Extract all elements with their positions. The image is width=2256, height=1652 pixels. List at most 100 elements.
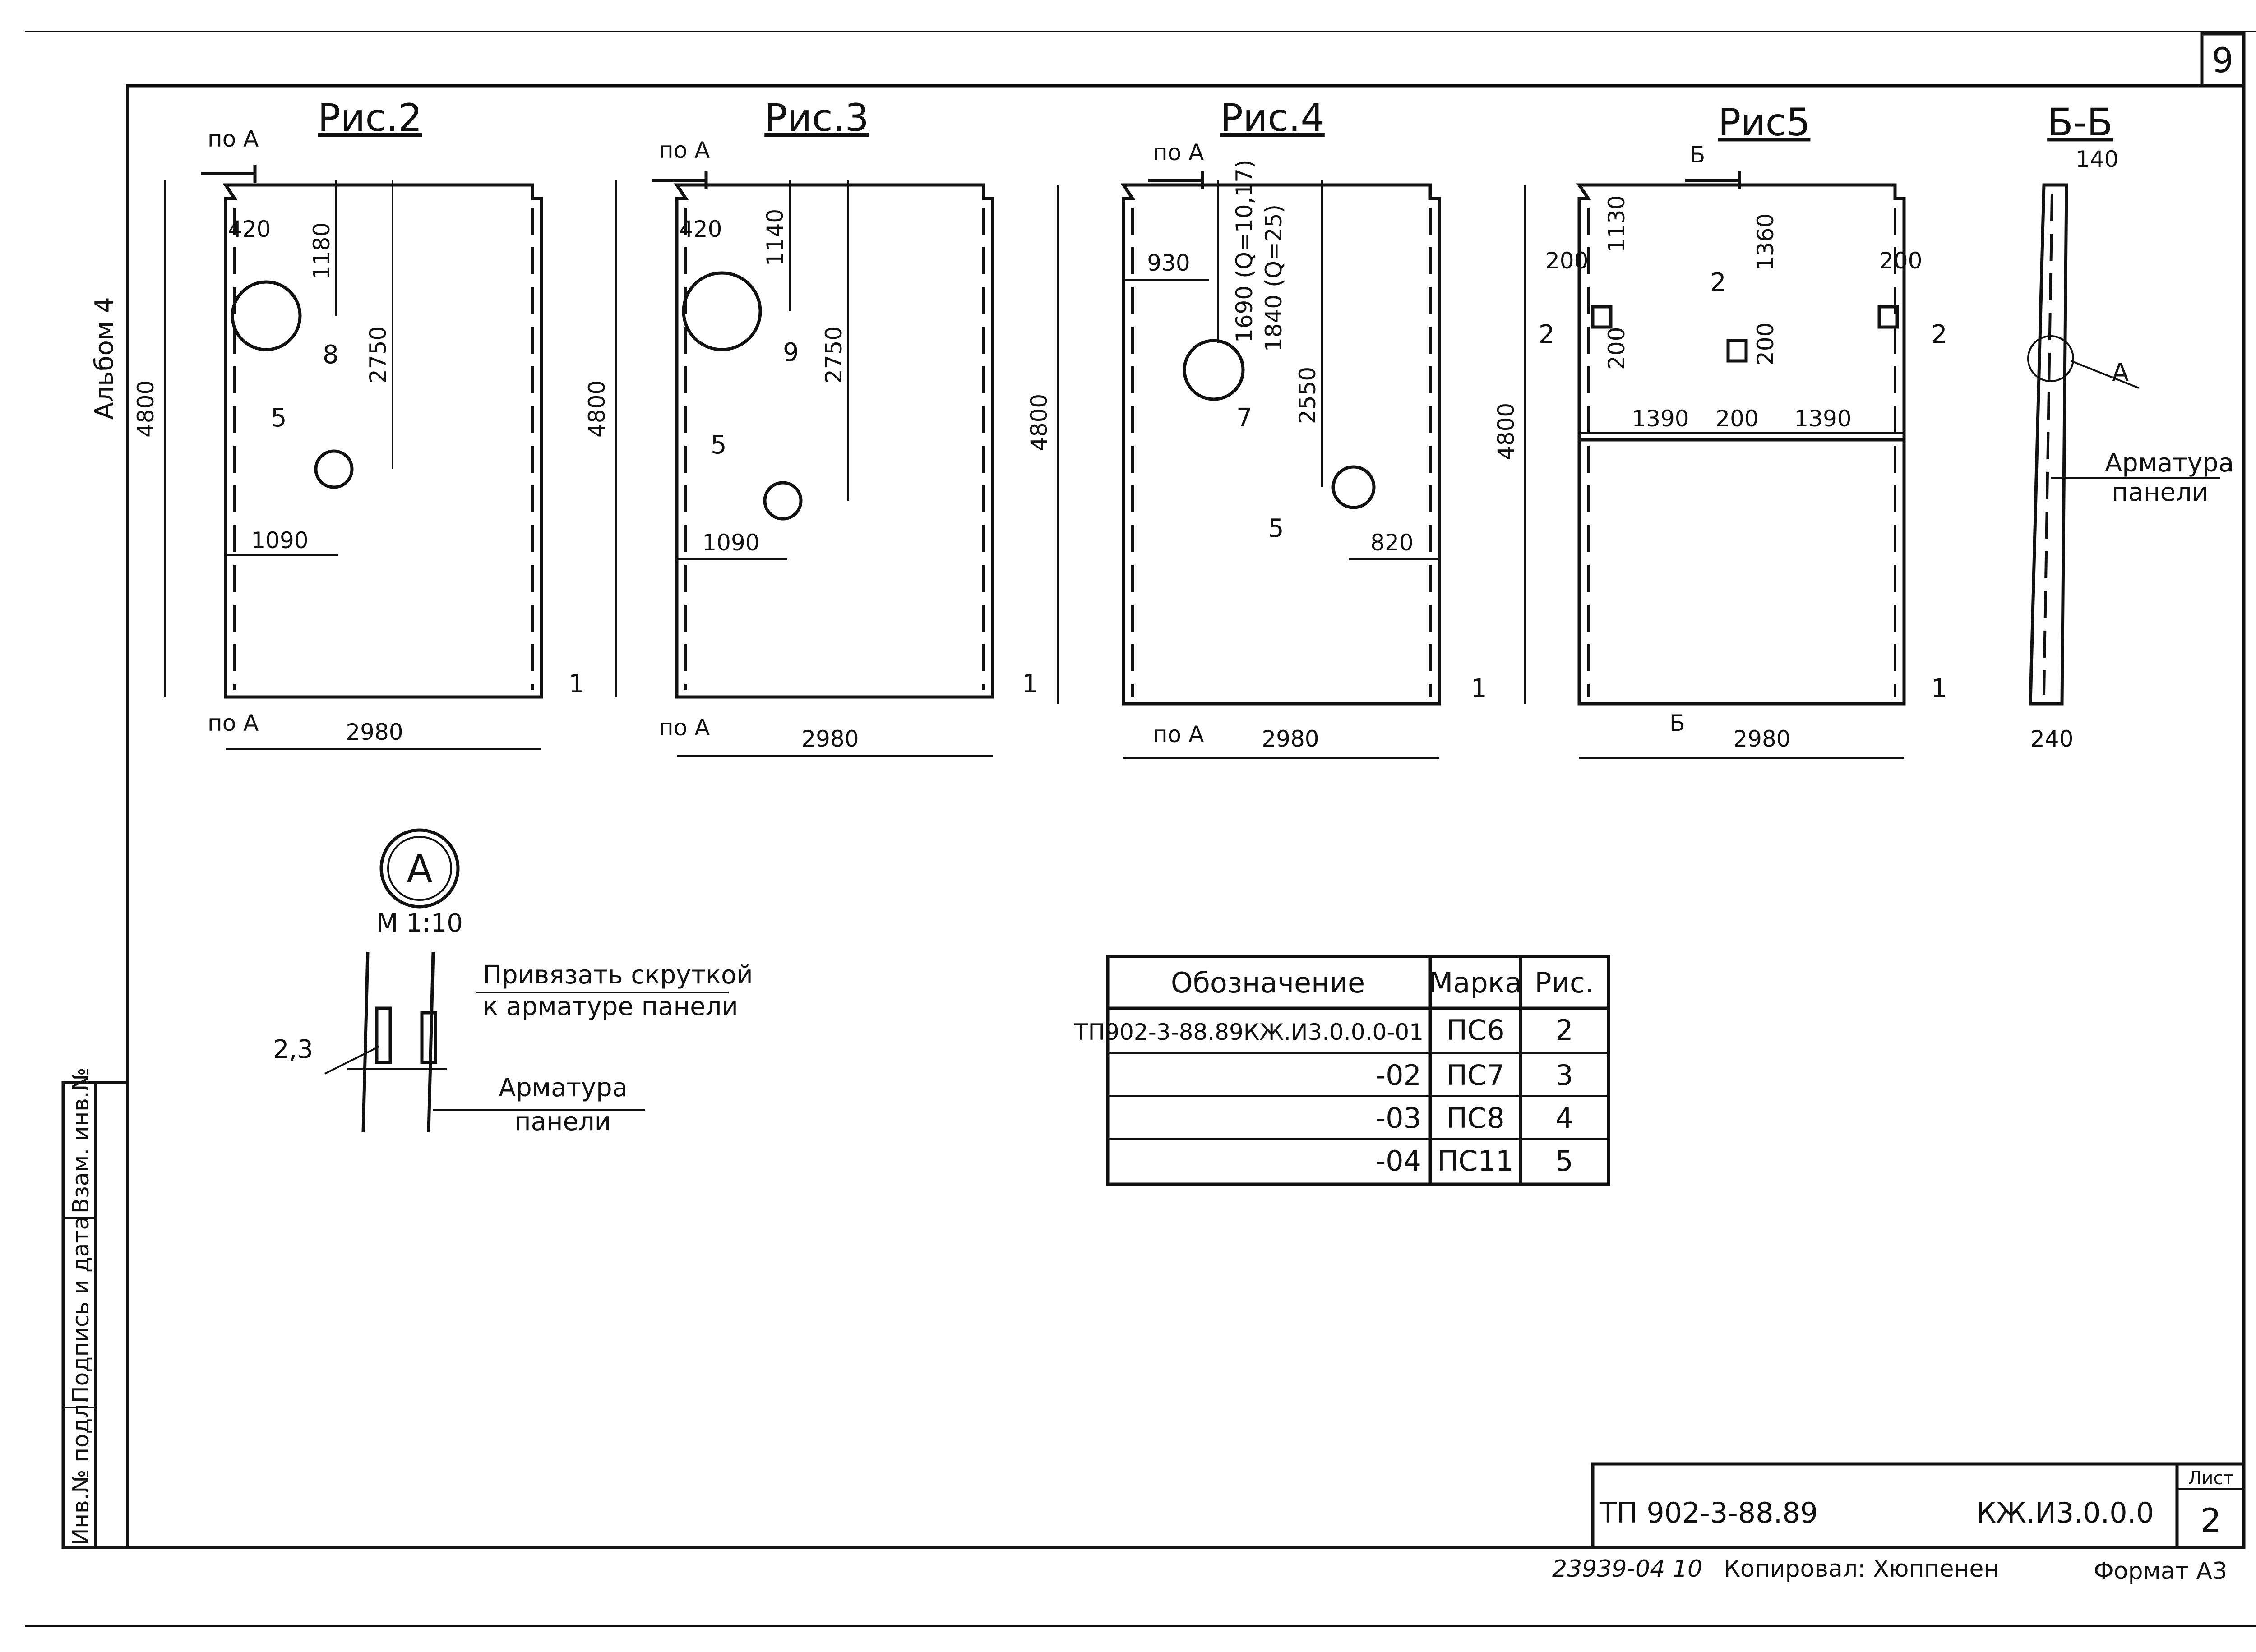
stamp-inv-podl: Инв.№ подл. [68, 1397, 94, 1545]
callout: 5 [1268, 514, 1284, 543]
section-mark-top: по А [208, 126, 259, 152]
dim-value: 1090 [251, 527, 308, 554]
table-cell: 3 [1555, 1059, 1573, 1092]
section-mark-top: по А [1153, 139, 1204, 166]
panel-edge [361, 951, 370, 1133]
callout: 1 [1471, 674, 1487, 703]
embed-plate [1877, 305, 1899, 329]
callout: 5 [711, 430, 727, 460]
opening-large [1183, 339, 1245, 401]
section-mark-bottom: по А [1153, 721, 1204, 748]
callout: 5 [271, 403, 287, 433]
dim-top: 140 [2076, 146, 2118, 172]
title-block-frame [1591, 1462, 2246, 1549]
detail-mark-circle [379, 828, 460, 909]
section-bb: Б-Б А 140 240 Арматура панели [2027, 100, 2234, 752]
opening-small [1331, 465, 1376, 509]
dim-height: 4800 [584, 380, 610, 438]
table-header: Обозначение [1171, 966, 1365, 999]
dim-value: 2750 [821, 326, 847, 383]
embed-plate [375, 1006, 392, 1064]
dim-width: 2980 [1262, 726, 1319, 752]
dim-value: 420 [228, 216, 271, 242]
table-frame [1106, 955, 1610, 1186]
dim-value: 1180 [309, 222, 335, 280]
section-arrow [1148, 171, 1204, 189]
dim-value: 2550 [1294, 367, 1321, 424]
table-cell: ПС7 [1446, 1059, 1504, 1092]
figure-2: Рис.2 по А 4800 2980 420 1180 2750 1090 … [133, 96, 585, 750]
sheet-number: 9 [2212, 40, 2233, 80]
dim-value: 1390 [1632, 406, 1689, 432]
table-cell: ПС8 [1446, 1102, 1504, 1135]
table-cell: -02 [1376, 1059, 1421, 1092]
figure-5: Рис5 Б 4800 2980 200 1130 1360 200 200 2… [1493, 100, 1947, 759]
callout: 1 [1022, 669, 1038, 699]
rebar-label: Арматура [499, 1073, 628, 1103]
dim-value: 1840 (Q=25) [1261, 204, 1287, 352]
note-line: Привязать скруткой [483, 960, 753, 990]
dim-width: 2980 [1733, 726, 1790, 752]
panel-outline [1120, 183, 1441, 706]
detail-a: А М 1:10 2,3 Привязать скруткой к армату… [273, 828, 753, 1136]
dim-value: 1090 [702, 530, 759, 556]
section-mark-bottom: по А [659, 715, 710, 741]
dim-value: 1690 (Q=10,17) [1231, 159, 1257, 343]
section-outline [2029, 183, 2068, 706]
dim-value: 820 [1370, 530, 1413, 556]
dim-width: 2980 [801, 726, 859, 752]
panel-outline [1576, 183, 1906, 706]
figure-4: Рис.4 по А 4800 2980 930 1690 (Q=10,17) … [1026, 96, 1487, 759]
figure-title: Рис.2 [318, 96, 422, 140]
dim-height: 4800 [1493, 403, 1519, 460]
dim-value: 1360 [1752, 213, 1779, 271]
table-header: Рис. [1535, 966, 1594, 999]
stamp-vzam-inv: Взам. инв.№ [68, 1067, 94, 1214]
callout: 7 [1236, 403, 1253, 433]
document-code: КЖ.И3.0.0.0 [1976, 1496, 2154, 1529]
dim-value: 930 [1147, 250, 1190, 276]
table-cell: 5 [1555, 1144, 1573, 1177]
sheet-label: Лист [2188, 1468, 2233, 1489]
sheet-value: 2 [2201, 1501, 2221, 1539]
dim-value: 1140 [762, 209, 788, 266]
table-cell: ТП902-3-88.89КЖ.И3.0.0.0-01 [1074, 1019, 1424, 1045]
dim-value: 200 [1715, 406, 1758, 432]
designation-table: Обозначение Марка Рис. ТП902-3-88.89КЖ.И… [1074, 955, 1610, 1186]
sheet-number-box [2200, 32, 2246, 88]
panel-edge [427, 951, 435, 1133]
callout: 1 [569, 669, 585, 699]
panel-outline [674, 183, 994, 699]
figure-title: Рис5 [1718, 100, 1811, 144]
dim-value: 2750 [365, 326, 391, 383]
opening-large [682, 271, 762, 351]
section-mark-top: по А [659, 137, 710, 163]
opening-large [231, 280, 302, 351]
rebar-bar [420, 1011, 437, 1064]
rebar-label: панели [2112, 478, 2208, 507]
opening-small [314, 449, 354, 489]
dim-value: 200 [1545, 248, 1588, 274]
leader-line [324, 1046, 379, 1075]
callout: 2 [1710, 268, 1726, 297]
footer-copied-by: Копировал: Хюппенен [1724, 1555, 1999, 1583]
note-line: к арматуре панели [483, 992, 738, 1021]
leader-line [2071, 360, 2139, 389]
table-header: Марка [1429, 966, 1522, 999]
dim-value: 200 [1879, 248, 1922, 274]
dim-height: 4800 [133, 380, 159, 438]
callout: 2,3 [273, 1035, 313, 1064]
section-mark-top: Б [1690, 142, 1705, 168]
callout: 9 [783, 338, 799, 367]
table-cell: -03 [1376, 1102, 1421, 1135]
title-block: ТП 902-3-88.89 КЖ.И3.0.0.0 Лист 2 [1591, 1462, 2246, 1549]
dim-value: 1390 [1794, 406, 1851, 432]
detail-mark: А [407, 847, 432, 891]
rebar-line [2043, 194, 2053, 695]
callout: 2 [1931, 320, 1947, 349]
table-cell: ПС11 [1438, 1144, 1514, 1177]
section-arrow [201, 165, 257, 183]
dim-value: 1130 [1604, 195, 1630, 253]
embed-plate [1726, 339, 1748, 363]
